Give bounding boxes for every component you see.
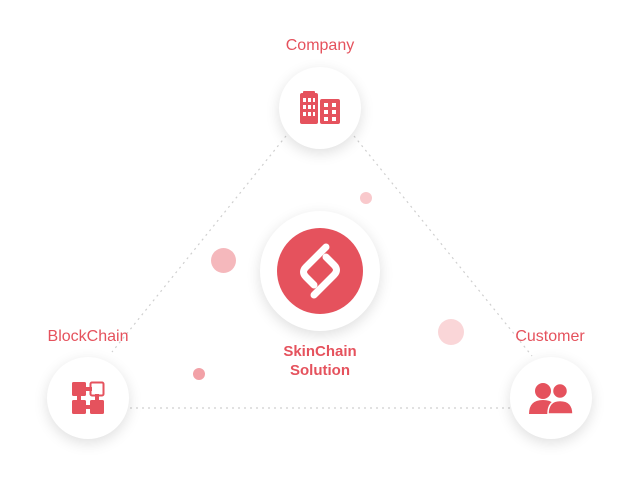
users-icon <box>529 382 573 415</box>
decor-dot <box>211 248 236 273</box>
blockchain-icon <box>72 381 105 414</box>
company-node[interactable] <box>279 67 361 149</box>
skinchain-node[interactable] <box>260 211 380 331</box>
customer-node[interactable] <box>510 357 592 439</box>
decor-dot <box>360 192 372 204</box>
skinchain-label: SkinChain Solution <box>260 342 380 380</box>
building-icon <box>300 91 340 124</box>
skinchain-label-line1: SkinChain <box>283 343 357 360</box>
customer-label: Customer <box>515 328 585 345</box>
blockchain-label: BlockChain <box>47 328 129 345</box>
decor-dot <box>438 319 464 345</box>
skinchain-label-line2: Solution <box>290 362 350 379</box>
blockchain-node[interactable] <box>47 357 129 439</box>
company-label: Company <box>285 37 355 54</box>
decor-dot <box>193 368 205 380</box>
skinchain-logo-icon <box>277 228 363 314</box>
connector-company-blockchain <box>111 135 287 353</box>
connector-company-customer <box>353 135 533 357</box>
